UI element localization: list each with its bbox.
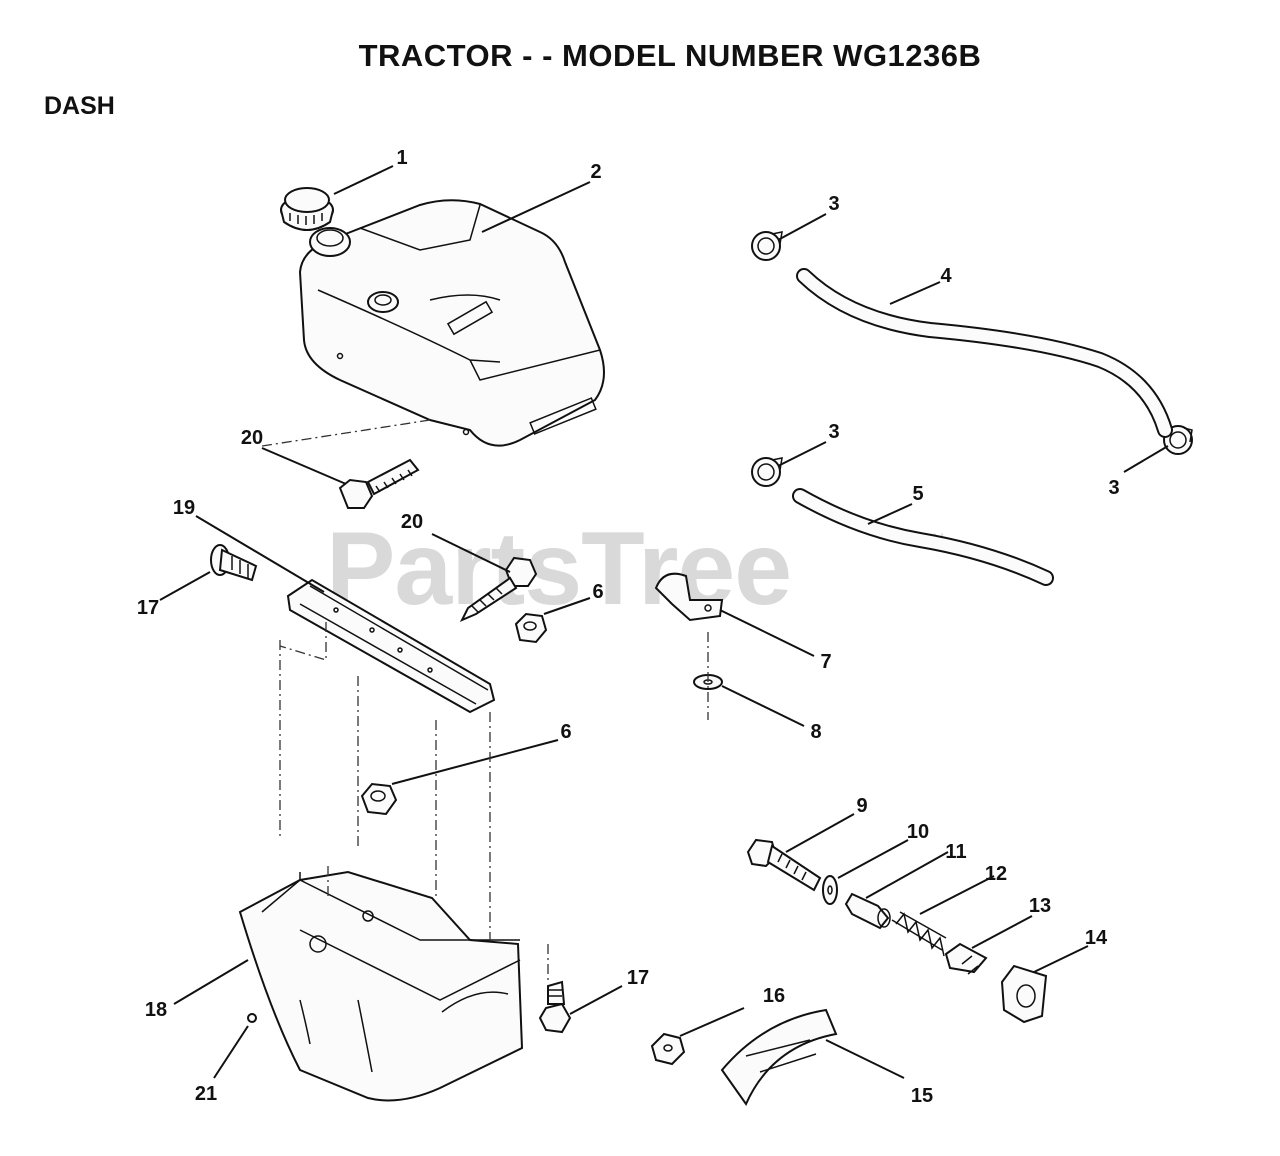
leader-line-12 (919, 875, 995, 915)
callout-17a: 17 (136, 597, 160, 619)
leader-line-20b (431, 533, 511, 573)
leader-line-4 (889, 281, 941, 305)
bushing-sleeve (844, 892, 891, 930)
leader-line-3a (777, 213, 827, 241)
callout-6a: 6 (592, 581, 604, 603)
leader-line-6b (391, 739, 559, 785)
fuel-tank-hood (298, 199, 605, 447)
callout-13: 13 (1028, 895, 1052, 917)
section-label: DASH (44, 92, 115, 120)
cam-lever (1000, 964, 1048, 1024)
callout-17b: 17 (626, 967, 650, 989)
shoulder-bolt-left (210, 544, 258, 582)
hex-nut-upper (514, 612, 548, 644)
leader-line-3c (1123, 445, 1169, 473)
callout-12: 12 (984, 863, 1008, 885)
slide-block (944, 942, 988, 975)
callout-11: 11 (945, 841, 967, 863)
hose-clamp-middle (751, 457, 783, 487)
leader-line-21 (213, 1025, 249, 1079)
leader-line-17a (159, 571, 211, 601)
leader-line-17b (569, 985, 623, 1015)
hex-bolt (746, 838, 822, 892)
screw-lower (459, 556, 538, 622)
leader-line-3b (777, 441, 827, 467)
callout-19: 19 (172, 497, 196, 519)
callout-14: 14 (1084, 927, 1108, 949)
callout-2: 2 (590, 161, 602, 183)
small-screw (247, 1013, 257, 1023)
leader-line-7 (719, 609, 815, 657)
callout-15: 15 (910, 1085, 934, 1107)
callout-3c: 3 (1108, 477, 1120, 499)
leader-line-6a (543, 597, 591, 615)
callout-20b: 20 (400, 511, 424, 533)
dash-panel (238, 870, 524, 1102)
leader-line-13 (971, 915, 1033, 949)
assembly-alignment-lines (261, 419, 709, 980)
hose-clamp-top (751, 231, 783, 261)
leader-line-15 (825, 1039, 905, 1079)
leader-line-14 (1033, 945, 1089, 973)
leader-line-1 (333, 165, 394, 195)
callout-16: 16 (762, 985, 786, 1007)
hex-nut-lower (360, 782, 398, 816)
callout-6b: 6 (560, 721, 572, 743)
leader-line-20a (261, 447, 347, 485)
dash-support-bracket (286, 578, 496, 714)
callout-3a: 3 (828, 193, 840, 215)
callout-5: 5 (912, 483, 924, 505)
callout-20a: 20 (240, 427, 264, 449)
fuel-cap (280, 187, 334, 231)
callout-21: 21 (194, 1083, 218, 1105)
callout-8: 8 (810, 721, 822, 743)
callout-1: 1 (396, 147, 408, 169)
callout-10: 10 (906, 821, 930, 843)
diagram-title: TRACTOR - - MODEL NUMBER WG1236B (358, 38, 982, 73)
callout-9: 9 (856, 795, 868, 817)
leader-line-5 (867, 503, 913, 525)
fuel-hose-long (796, 268, 1173, 438)
leader-line-2 (481, 181, 591, 233)
shoulder-bolt-right (538, 980, 572, 1034)
leader-line-16 (679, 1007, 745, 1037)
fuel-hose-short (792, 488, 1054, 586)
flange-nut (650, 1032, 686, 1066)
spacer-washer (822, 875, 838, 905)
leader-line-19 (195, 515, 325, 593)
screw-upper (338, 458, 420, 509)
leader-line-18 (173, 959, 249, 1005)
compression-spring (891, 911, 947, 957)
hose-mounting-clip (654, 572, 724, 622)
leader-line-11 (865, 851, 949, 899)
leader-line-8 (721, 685, 805, 727)
callout-7: 7 (820, 651, 832, 673)
callout-3b: 3 (828, 421, 840, 443)
callout-4: 4 (940, 265, 952, 287)
leader-line-10 (837, 839, 909, 879)
leader-line-9 (785, 813, 855, 853)
callout-18: 18 (144, 999, 168, 1021)
throttle-decal-plate (720, 1008, 838, 1107)
